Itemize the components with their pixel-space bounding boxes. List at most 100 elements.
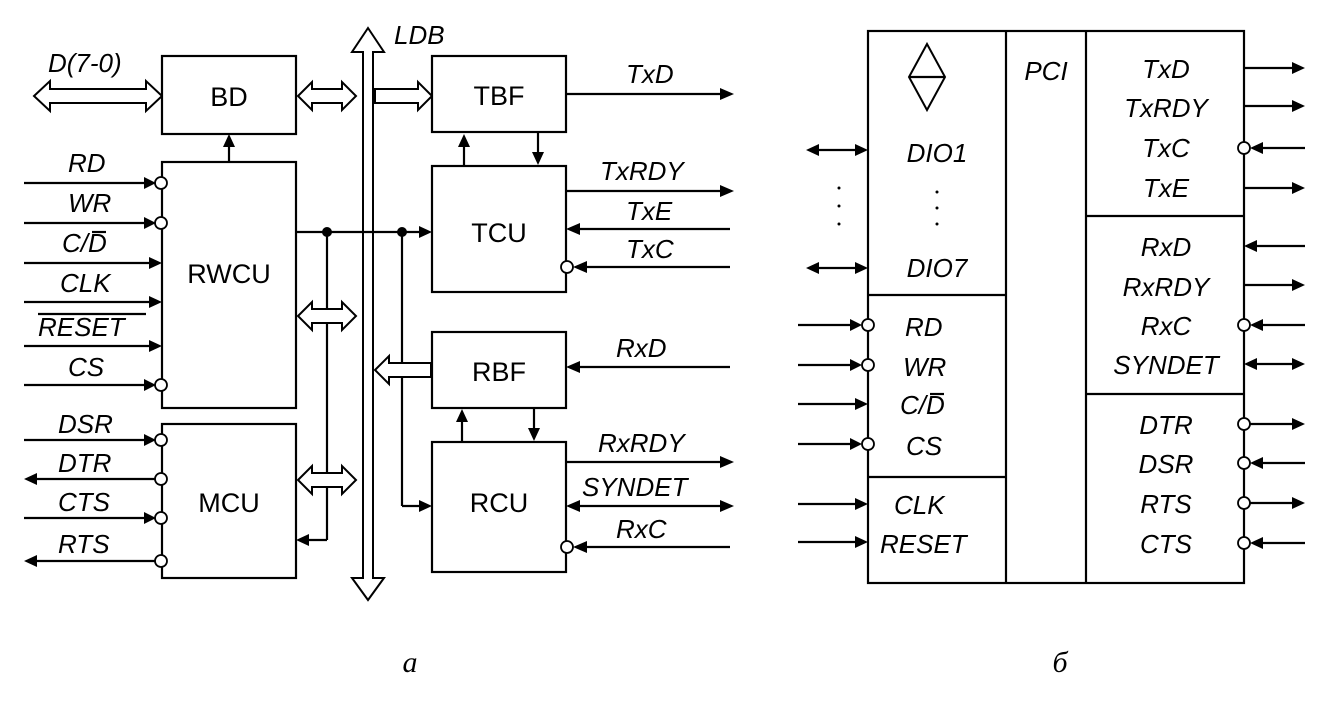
- b-cts-inversion: [1237, 536, 1251, 550]
- rbf-block: [430, 330, 568, 410]
- diagram-a: LDB D(7-0) BD RWCU RD WR C/D: [24, 20, 734, 679]
- rwcu-ldb-bus: [296, 299, 358, 333]
- b-txc-arrowhead: [1250, 142, 1263, 154]
- dio1-left-arrowhead: [806, 144, 819, 156]
- b-dtr-arrowhead: [1292, 418, 1305, 430]
- rxd-arrowhead: [566, 361, 580, 373]
- dio-pin-dot-2: [837, 204, 841, 208]
- syndet-right-arrowhead: [720, 500, 734, 512]
- data-bus-label: D(7-0): [48, 48, 122, 78]
- diagram-b: PCI DIO1 DIO7 RD WR C/D: [798, 29, 1305, 679]
- dtr-label: DTR: [58, 448, 111, 478]
- b-syndet-right-arrowhead: [1292, 358, 1305, 370]
- rwcu-block: [160, 160, 298, 410]
- b-txd-label: TxD: [1142, 54, 1190, 84]
- wr-inversion: [154, 216, 168, 230]
- b-rxd-arrowhead: [1244, 240, 1257, 252]
- cs-arrowhead: [144, 379, 156, 391]
- b-reset-arrowhead: [855, 536, 868, 548]
- control-rcu-arrowhead: [419, 500, 432, 512]
- b-txc-inversion: [1237, 141, 1251, 155]
- wr-label: WR: [68, 188, 111, 218]
- b-cts-arrowhead: [1250, 537, 1263, 549]
- dio7-right-arrowhead: [855, 262, 868, 274]
- b-wr-inversion: [861, 358, 875, 372]
- rcu-block: [430, 440, 568, 574]
- syndet-label: SYNDET: [582, 472, 690, 502]
- b-txrdy-label: TxRDY: [1124, 93, 1209, 123]
- b-rxc-label: RxC: [1141, 311, 1192, 341]
- b-rxc-arrowhead: [1250, 319, 1263, 331]
- rts-inversion: [154, 554, 168, 568]
- txe-arrowhead: [566, 223, 580, 235]
- bd-label: BD: [210, 82, 248, 112]
- b-reset-label: RESET: [880, 529, 969, 559]
- rts-arrowhead: [24, 555, 37, 567]
- rxc-label: RxC: [616, 514, 667, 544]
- dio-dot-1: [935, 190, 939, 194]
- ldb-bus: [350, 26, 386, 602]
- txc-inversion: [560, 260, 574, 274]
- reset-arrowhead: [149, 340, 162, 352]
- rd-label: RD: [68, 148, 106, 178]
- rbf-ldb-bus: [373, 353, 432, 387]
- dsr-arrowhead: [144, 434, 156, 446]
- clk-label: CLK: [60, 268, 112, 298]
- b-dtr-label: DTR: [1139, 410, 1192, 440]
- b-rts-label: RTS: [1140, 489, 1192, 519]
- dio-ellipsis: [837, 186, 939, 226]
- tbf-block: [430, 54, 568, 134]
- txrdy-label: TxRDY: [600, 156, 685, 186]
- cts-arrowhead: [144, 512, 156, 524]
- b-rxrdy-label: RxRDY: [1123, 272, 1211, 302]
- caption-b: б: [1052, 646, 1068, 679]
- dtr-arrowhead: [24, 473, 37, 485]
- b-cs-label: CS: [906, 431, 943, 461]
- wr-arrowhead: [144, 217, 156, 229]
- b-txe-arrowhead: [1292, 182, 1305, 194]
- b-cd-arrowhead: [855, 398, 868, 410]
- b-syndet-left-arrowhead: [1244, 358, 1257, 370]
- reset-label: RESET: [38, 312, 127, 342]
- b-clk-label: CLK: [894, 490, 946, 520]
- rwcu-label: RWCU: [187, 259, 271, 289]
- ldb-tbf-bus: [374, 79, 434, 113]
- txd-label: TxD: [626, 59, 674, 89]
- mcu-label: MCU: [198, 488, 260, 518]
- b-rd-label: RD: [905, 312, 943, 342]
- dtr-inversion: [154, 472, 168, 486]
- b-cts-label: CTS: [1140, 529, 1193, 559]
- b-dsr-arrowhead: [1250, 457, 1263, 469]
- b-cs-inversion: [861, 437, 875, 451]
- b-dsr-inversion: [1237, 456, 1251, 470]
- b-clk-arrowhead: [855, 498, 868, 510]
- control-tcu-arrowhead: [419, 226, 432, 238]
- b-wr-label: WR: [903, 352, 946, 382]
- txrdy-arrowhead: [720, 185, 734, 197]
- control-mcu-arrowhead: [296, 534, 309, 546]
- rxc-inversion: [560, 540, 574, 554]
- ldb-label: LDB: [394, 20, 445, 50]
- tcu-label: TCU: [471, 218, 527, 248]
- b-txd-arrowhead: [1292, 62, 1305, 74]
- dio1-right-arrowhead: [855, 144, 868, 156]
- txc-label: TxC: [626, 234, 674, 264]
- mcu-signals: DSR DTR CTS RTS: [24, 409, 168, 568]
- bd-ldb-bus: [296, 79, 358, 113]
- b-cs-arrowhead: [850, 438, 862, 450]
- dsr-label: DSR: [58, 409, 113, 439]
- chip-outline: [866, 29, 1246, 585]
- b-wr-arrowhead: [850, 359, 862, 371]
- bd-block: [160, 54, 298, 136]
- rbf-label: RBF: [472, 357, 526, 387]
- caption-a: а: [403, 646, 418, 679]
- dio-dot-2: [935, 206, 939, 210]
- dio-pin-dot-1: [837, 186, 841, 190]
- dio7-label: DIO7: [907, 253, 969, 283]
- tcu-tbf-arrowhead: [458, 134, 470, 147]
- rxrdy-label: RxRDY: [598, 428, 686, 458]
- b-rts-arrowhead: [1292, 497, 1305, 509]
- dio-dot-3: [935, 222, 939, 226]
- txd-arrowhead: [720, 88, 734, 100]
